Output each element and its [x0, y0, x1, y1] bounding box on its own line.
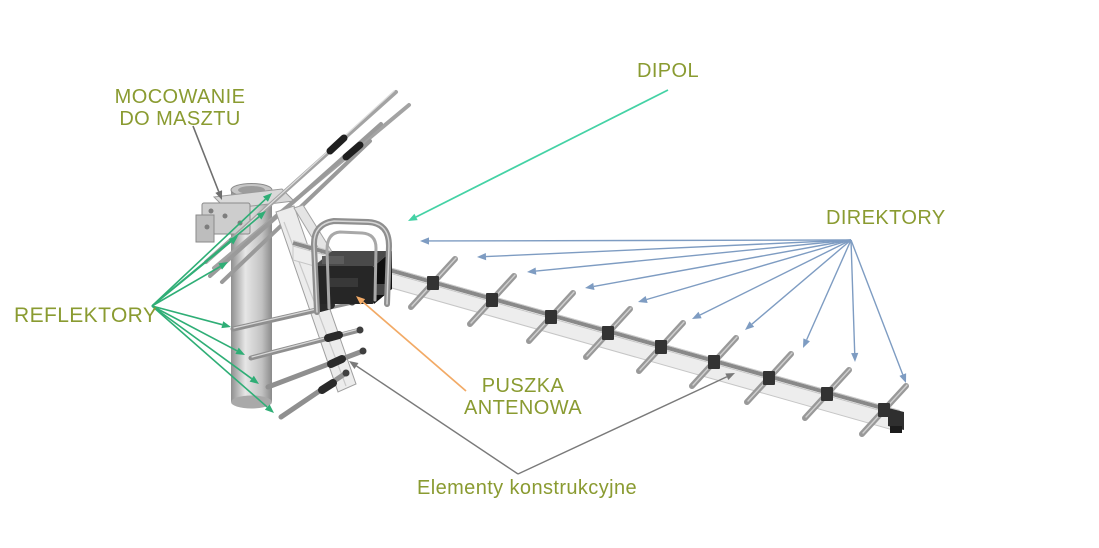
- dipole-loop: [310, 217, 393, 315]
- reflector-arrow-5: [151, 305, 231, 329]
- director-element: [859, 383, 909, 437]
- label-directors: DIREKTORY: [826, 207, 946, 229]
- mast-clamp: [195, 188, 296, 243]
- director-element: [467, 273, 517, 327]
- boom-end-cap: [888, 408, 904, 430]
- director-arrow-9: [850, 239, 859, 362]
- director-element: [744, 351, 794, 405]
- director-arrow-6: [692, 239, 852, 319]
- reflector-arrow-4: [151, 262, 228, 307]
- structural-line-left: [349, 361, 519, 475]
- reflector-arrow-3: [151, 236, 238, 307]
- director-arrow-7: [745, 239, 852, 330]
- director-element: [583, 306, 633, 360]
- reflector-arrow-6: [151, 305, 245, 355]
- dipole-arrow: [408, 89, 669, 221]
- director-element: [636, 320, 686, 374]
- label-reflectors: REFLEKTORY: [14, 304, 158, 327]
- label-antenna-box: PUSZKA ANTENOWA: [463, 375, 582, 419]
- box-arrow: [356, 296, 467, 392]
- structural-line-right: [517, 373, 735, 475]
- director-element: [526, 290, 576, 344]
- director-arrow-2: [477, 239, 852, 261]
- reflector-arrow-8: [151, 305, 274, 413]
- director-arrow-3: [527, 239, 852, 275]
- reflector-arrow-7: [151, 305, 259, 384]
- label-structural: Elementy konstrukcyjne: [417, 477, 638, 499]
- directors: [408, 256, 909, 437]
- director-element: [689, 335, 739, 389]
- director-arrow-10: [850, 239, 907, 383]
- label-mast-mount: MOCOWANIE DO MASZTU: [114, 86, 246, 130]
- director-arrow-1: [420, 237, 852, 245]
- director-element: [802, 367, 852, 421]
- reflector-arrow-1: [151, 193, 272, 307]
- lower-reflector-rods: [230, 298, 367, 420]
- director-arrow-4: [585, 239, 852, 290]
- director-element: [408, 256, 458, 310]
- director-arrow-5: [638, 239, 852, 303]
- director-arrow-8: [803, 239, 852, 348]
- boom: [292, 240, 904, 433]
- label-dipole: DIPOL: [637, 60, 700, 82]
- mast-mount-arrow: [192, 125, 223, 200]
